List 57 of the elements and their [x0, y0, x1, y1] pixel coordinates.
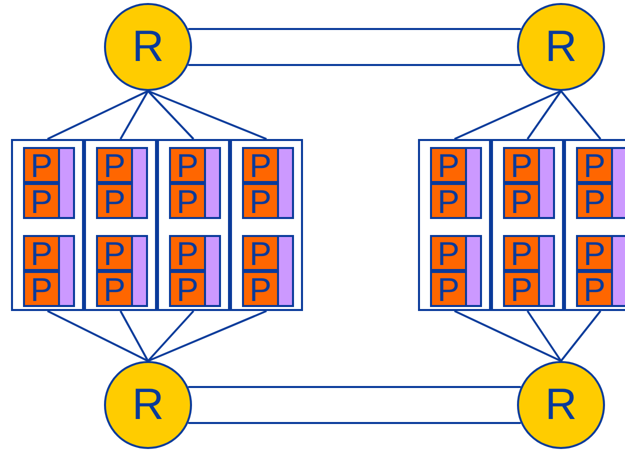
processor-cell: P	[169, 147, 206, 183]
link-line	[188, 28, 521, 30]
processor-cell: P	[503, 183, 540, 219]
processor-cell: P	[242, 183, 279, 219]
processor-cell: P	[23, 235, 60, 271]
link-line	[188, 64, 521, 66]
board-frame	[230, 139, 303, 311]
processor-cell: P	[23, 183, 60, 219]
processor-cell: P	[430, 183, 467, 219]
processor-cell: P	[23, 147, 60, 183]
link-line	[526, 90, 562, 140]
processor-cell: P	[169, 271, 206, 307]
board-frame	[491, 139, 564, 311]
processor-cell: P	[96, 271, 133, 307]
processor-cell: P	[23, 271, 60, 307]
link-line	[147, 310, 194, 362]
processor-cell: P	[430, 235, 467, 271]
link-line	[560, 90, 602, 140]
processor-cell: P	[169, 235, 206, 271]
processor-cell: P	[169, 183, 206, 219]
processor-cell: P	[503, 235, 540, 271]
link-line	[526, 310, 562, 362]
processor-cell: P	[96, 147, 133, 183]
processor-cell: P	[576, 235, 613, 271]
link-line	[148, 90, 267, 140]
processor-cell: P	[576, 183, 613, 219]
processor-cell: P	[430, 271, 467, 307]
processor-cell: P	[96, 235, 133, 271]
board-frame	[418, 139, 491, 311]
link-line	[120, 310, 149, 362]
board-frame	[11, 139, 84, 311]
link-line	[454, 90, 562, 140]
processor-cell: P	[242, 147, 279, 183]
processor-cell: P	[96, 183, 133, 219]
processor-cell: P	[242, 235, 279, 271]
processor-cell: P	[430, 147, 467, 183]
router-circle: R	[517, 361, 605, 449]
link-line	[454, 310, 562, 362]
link-line	[120, 90, 149, 140]
router-circle: R	[517, 3, 605, 91]
router-circle: R	[104, 3, 192, 91]
processor-cell: P	[576, 147, 613, 183]
board-frame	[564, 139, 625, 311]
link-line	[148, 310, 267, 362]
link-line	[188, 386, 521, 388]
processor-cell: P	[242, 271, 279, 307]
link-line	[47, 90, 148, 140]
router-circle: R	[104, 361, 192, 449]
processor-cell: P	[576, 271, 613, 307]
link-line	[188, 422, 521, 424]
link-line	[560, 310, 602, 362]
link-line	[147, 90, 194, 140]
board-frame	[84, 139, 157, 311]
link-line	[47, 310, 148, 362]
processor-cell: P	[503, 147, 540, 183]
processor-cell: P	[503, 271, 540, 307]
board-frame	[157, 139, 230, 311]
